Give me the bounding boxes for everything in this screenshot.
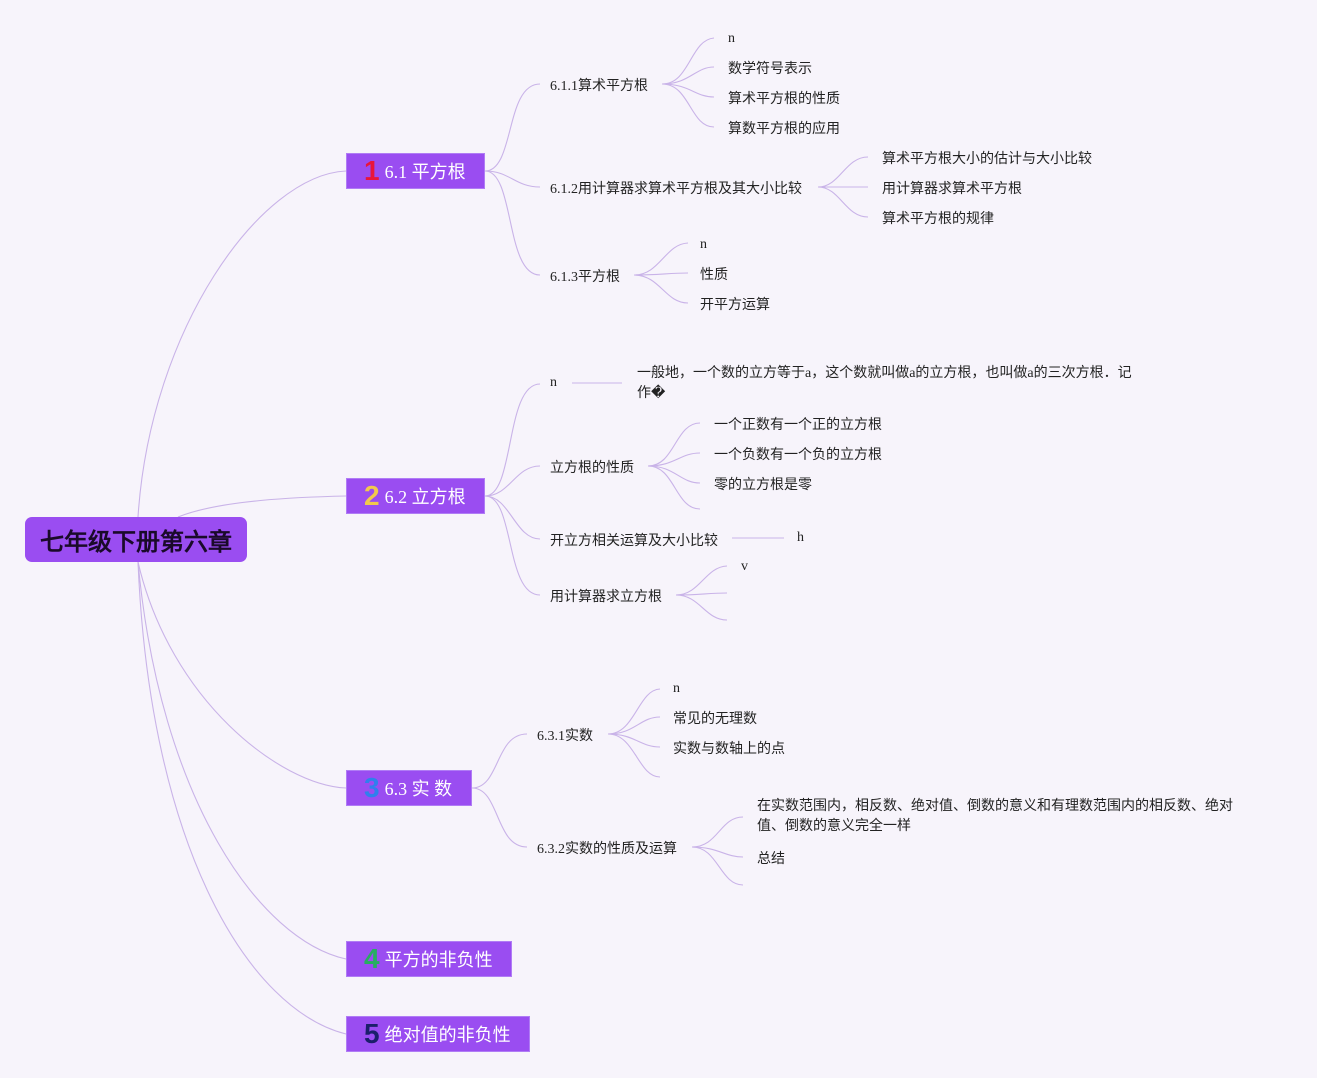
leaf-node[interactable]: n xyxy=(700,237,707,252)
root-node[interactable]: 七年级下册第六章 xyxy=(25,517,247,562)
leaf-node[interactable]: 一个正数有一个正的立方根 xyxy=(714,418,882,433)
leaf-definition-text[interactable]: 在实数范围内，相反数、绝对值、倒数的意义和有理数范围内的相反数、绝对值、倒数的意… xyxy=(757,799,1233,834)
leaf-node[interactable]: 常见的无理数 xyxy=(673,712,757,727)
topic-node-square-nonnegative[interactable]: 4 平方的非负性 xyxy=(346,941,512,977)
subtopic-node[interactable]: 6.3.2实数的性质及运算 xyxy=(537,842,677,857)
subtopic-node[interactable]: 开立方相关运算及大小比较 xyxy=(550,534,718,549)
subtopic-node[interactable]: 立方根的性质 xyxy=(550,461,634,476)
leaf-node[interactable]: 总结 xyxy=(757,852,785,867)
subtopic-node[interactable]: 6.1.1算术平方根 xyxy=(550,79,648,94)
topic-node-abs-nonnegative[interactable]: 5 绝对值的非负性 xyxy=(346,1016,530,1052)
leaf-node[interactable]: n xyxy=(728,31,735,46)
priority-2-icon: 2 xyxy=(364,480,380,511)
priority-3-icon: 3 xyxy=(364,772,380,803)
leaf-node[interactable]: 算术平方根的性质 xyxy=(728,92,840,107)
topic-label: 平方的非负性 xyxy=(384,950,493,970)
topic-label: 6.1 平方根 xyxy=(384,162,466,182)
leaf-node[interactable]: h xyxy=(797,530,804,545)
topic-label: 6.3 实 数 xyxy=(384,779,453,799)
leaf-node[interactable]: 用计算器求算术平方根 xyxy=(882,182,1022,197)
leaf-node[interactable]: 一个负数有一个负的立方根 xyxy=(714,448,882,463)
priority-4-icon: 4 xyxy=(364,943,380,974)
leaf-node[interactable]: 开平方运算 xyxy=(700,298,770,313)
topic-node-real-numbers[interactable]: 3 6.3 实 数 xyxy=(346,770,472,806)
leaf-node[interactable]: 零的立方根是零 xyxy=(714,478,812,493)
subtopic-node[interactable]: 6.3.1实数 xyxy=(537,729,593,744)
leaf-node[interactable]: 性质 xyxy=(700,268,728,283)
leaf-node[interactable]: 算术平方根的规律 xyxy=(882,212,994,227)
priority-5-icon: 5 xyxy=(364,1018,380,1049)
topic-label: 绝对值的非负性 xyxy=(384,1025,511,1045)
subtopic-node[interactable]: 6.1.3平方根 xyxy=(550,270,620,285)
leaf-node[interactable]: 算数平方根的应用 xyxy=(728,122,840,137)
subtopic-node[interactable]: n xyxy=(550,375,557,390)
topic-node-square-root[interactable]: 1 6.1 平方根 xyxy=(346,153,485,189)
leaf-node[interactable]: 数学符号表示 xyxy=(728,62,812,77)
topic-node-cube-root[interactable]: 2 6.2 立方根 xyxy=(346,478,485,514)
leaf-node[interactable]: v xyxy=(741,559,748,574)
subtopic-node[interactable]: 用计算器求立方根 xyxy=(550,590,662,605)
leaf-node[interactable]: 实数与数轴上的点 xyxy=(673,742,785,757)
topic-label: 6.2 立方根 xyxy=(384,487,466,507)
leaf-node[interactable]: n xyxy=(673,681,680,696)
priority-1-icon: 1 xyxy=(364,155,380,186)
subtopic-node[interactable]: 6.1.2用计算器求算术平方根及其大小比较 xyxy=(550,182,802,197)
leaf-definition-text[interactable]: 一般地，一个数的立方等于a，这个数就叫做a的立方根，也叫做a的三次方根．记作� xyxy=(637,366,1132,401)
leaf-node[interactable]: 算术平方根大小的估计与大小比较 xyxy=(882,152,1092,167)
